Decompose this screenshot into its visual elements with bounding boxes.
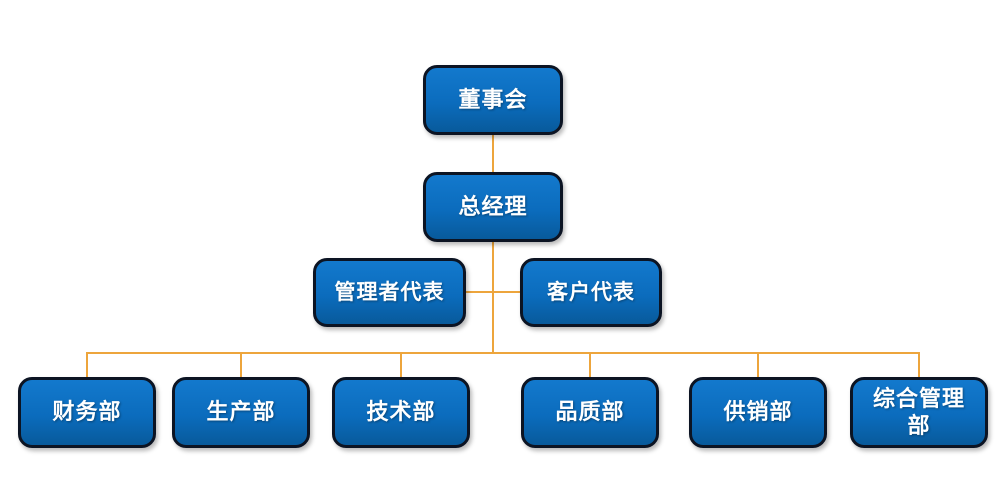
- node-production-dept-label: 生产部: [206, 399, 276, 425]
- node-management-representative: 管理者代表: [313, 258, 466, 327]
- node-quality-dept: 品质部: [521, 377, 659, 448]
- connector-stub-supply-sales: [757, 352, 759, 378]
- node-general-management-dept: 综合管理部: [850, 377, 988, 448]
- connector-stub-general-management: [918, 352, 920, 378]
- connector-stub-finance: [86, 352, 88, 378]
- node-customer-representative-label: 客户代表: [547, 280, 635, 304]
- node-supply-sales-dept: 供销部: [689, 377, 827, 448]
- node-production-dept: 生产部: [172, 377, 310, 448]
- node-board-of-directors-label: 董事会: [458, 86, 528, 112]
- connector-representatives-crossbar: [466, 291, 520, 293]
- connector-board-to-gm: [492, 133, 494, 174]
- node-general-manager: 总经理: [423, 172, 563, 242]
- connector-stub-technology: [400, 352, 402, 378]
- node-finance-dept-label: 财务部: [52, 399, 122, 425]
- node-technology-dept-label: 技术部: [366, 399, 436, 425]
- connector-department-bus: [86, 352, 920, 354]
- node-quality-dept-label: 品质部: [555, 399, 625, 425]
- connector-stub-quality: [589, 352, 591, 378]
- node-management-representative-label: 管理者代表: [334, 280, 445, 304]
- node-customer-representative: 客户代表: [520, 258, 662, 327]
- node-finance-dept: 财务部: [18, 377, 156, 448]
- connector-stub-production: [240, 352, 242, 378]
- node-board-of-directors: 董事会: [423, 65, 563, 135]
- node-technology-dept: 技术部: [332, 377, 470, 448]
- connector-gm-trunk: [492, 240, 494, 354]
- node-general-manager-label: 总经理: [458, 193, 528, 219]
- node-general-management-dept-label: 综合管理部: [872, 386, 965, 438]
- node-supply-sales-dept-label: 供销部: [723, 399, 793, 425]
